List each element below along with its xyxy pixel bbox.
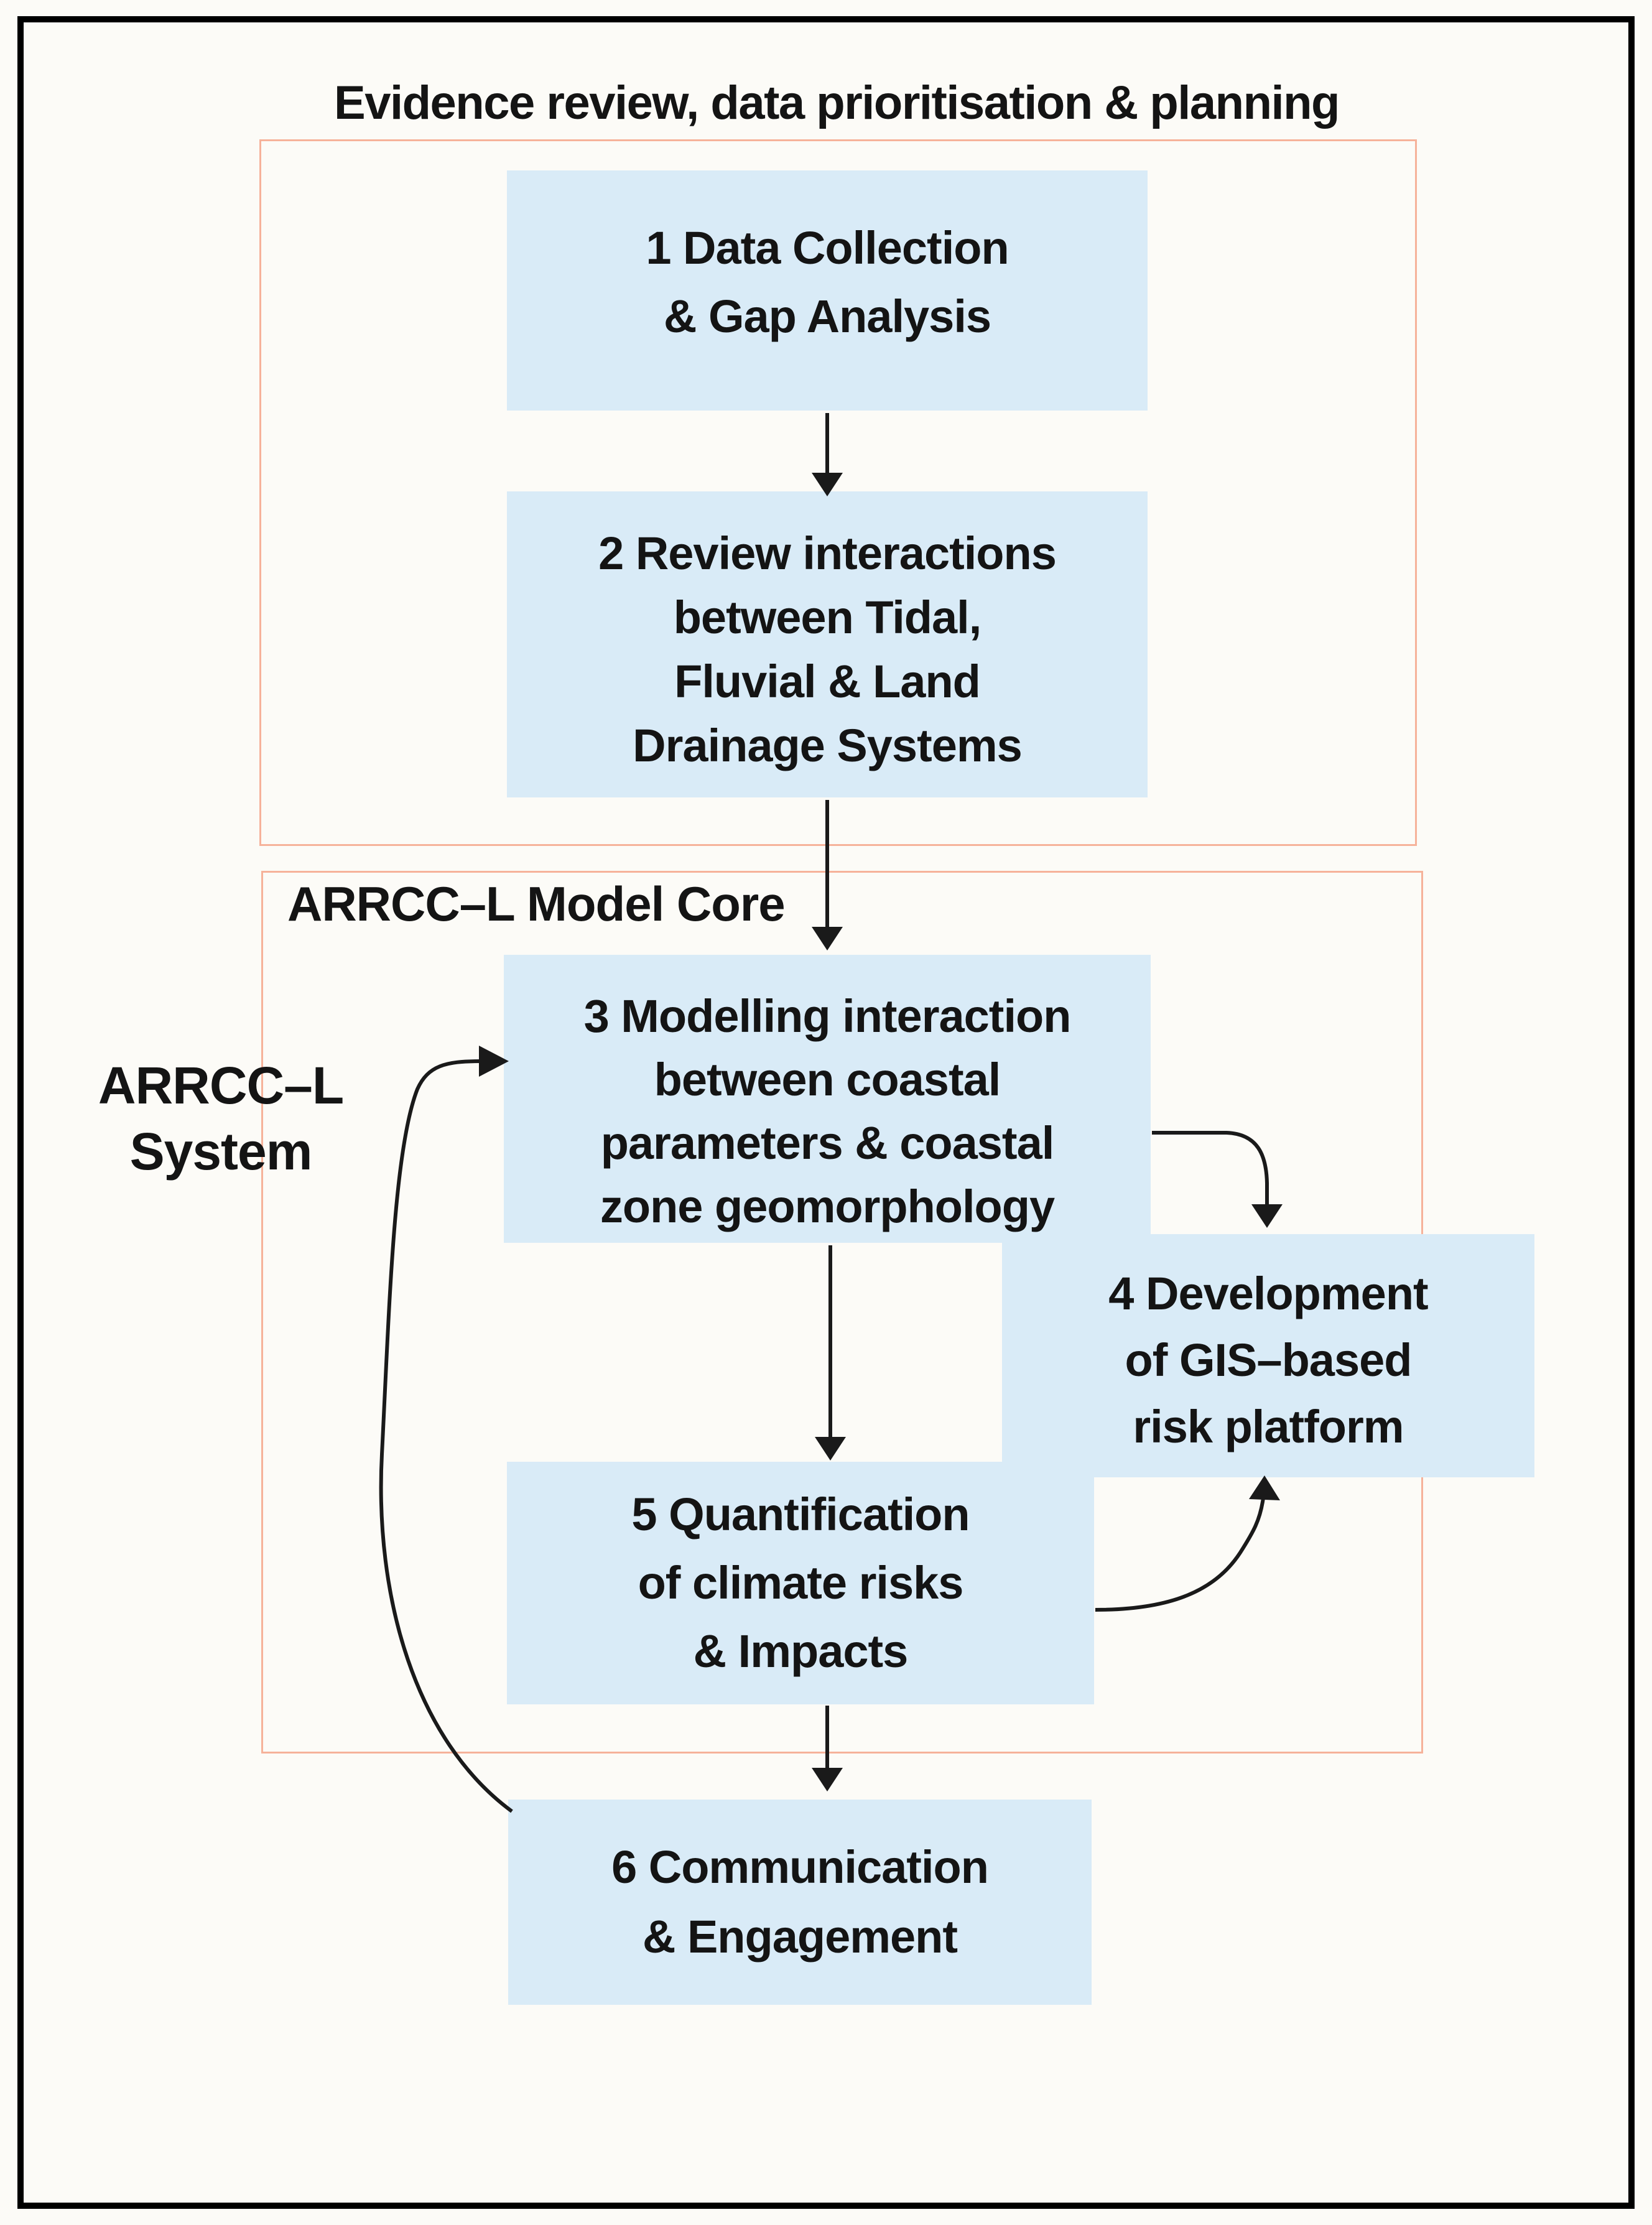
step-5-box: 5 Quantification of climate risks & Impa…: [507, 1462, 1094, 1704]
step-5-text-line2: of climate risks: [638, 1557, 964, 1609]
step-3-box: 3 Modelling interaction between coastal …: [504, 955, 1151, 1243]
step-4-box: 4 Development of GIS–based risk platform: [1002, 1234, 1534, 1477]
step-4-text-line3: risk platform: [1133, 1401, 1404, 1452]
step-2-text-line3: Fluvial & Land: [674, 656, 981, 707]
step-2-text-line4: Drainage Systems: [633, 720, 1023, 771]
step-3-text-line2: between coastal: [654, 1053, 1001, 1105]
step-1-text-line2: & Gap Analysis: [663, 290, 991, 342]
step-3-text-line3: parameters & coastal: [600, 1117, 1055, 1169]
diagram-border: [17, 16, 1635, 2209]
planning-group-frame: [259, 139, 1417, 846]
step-1-box: 1 Data Collection & Gap Analysis: [507, 170, 1148, 411]
step-3-text-line1: 3 Modelling interaction: [583, 990, 1072, 1042]
step-4-text-line1: 4 Development: [1108, 1268, 1428, 1319]
step-1-text-line1: 1 Data Collection: [646, 222, 1009, 274]
step-6-text-line2: & Engagement: [642, 1911, 958, 1963]
model-core-label: ARRCC–L Model Core: [287, 876, 786, 931]
step-2-text-line2: between Tidal,: [673, 592, 982, 643]
arrcc-system-label-line2: System: [129, 1122, 313, 1181]
step-6-text-line1: 6 Communication: [611, 1841, 989, 1893]
step-2-text-line1: 2 Review interactions: [598, 527, 1057, 579]
arrcc-system-label-line1: ARRCC–L: [98, 1056, 344, 1115]
arrcc-system-label: ARRCC–L System: [65, 1052, 376, 1184]
planning-group-title: Evidence review, data prioritisation & p…: [334, 77, 1340, 129]
step-4-text-line2: of GIS–based: [1125, 1334, 1413, 1386]
step-2-box: 2 Review interactions between Tidal, Flu…: [507, 491, 1148, 797]
step-3-text-line4: zone geomorphology: [600, 1180, 1055, 1232]
step-5-text-line1: 5 Quantification: [631, 1489, 970, 1540]
step-5-text-line3: & Impacts: [693, 1625, 909, 1677]
step-6-box: 6 Communication & Engagement: [508, 1800, 1092, 2005]
